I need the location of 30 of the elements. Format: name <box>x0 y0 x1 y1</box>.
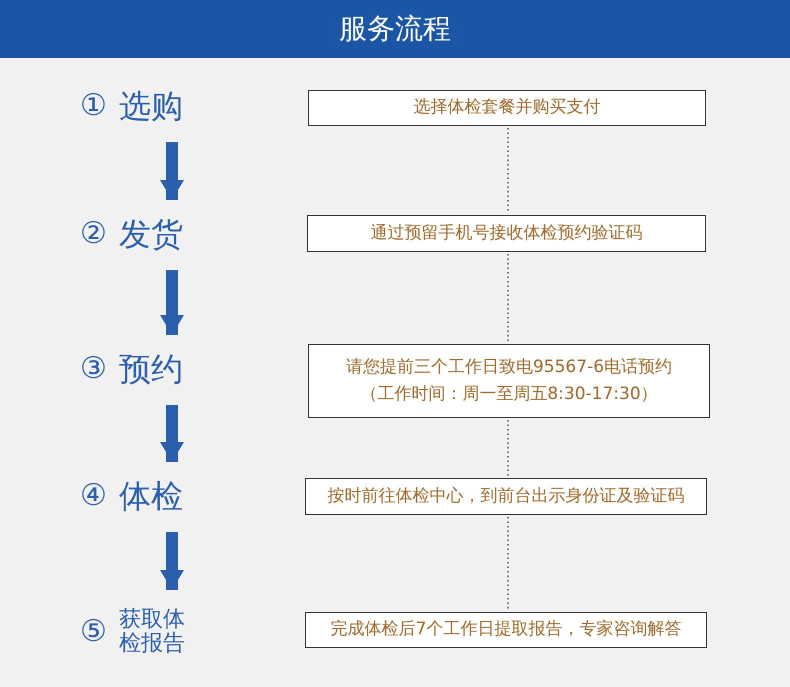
step-description: 按时前往体检中心，到前台出示身份证及验证码 <box>328 484 684 508</box>
step-number: ③ <box>80 354 107 384</box>
down-arrow <box>160 142 184 200</box>
step-number: ④ <box>80 481 107 511</box>
dotted-connector <box>507 517 509 610</box>
step-description: （工作时间：周一至周五8:30-17:30） <box>360 383 658 406</box>
step-description: 请您提前三个工作日致电95567-6电话预约 <box>346 356 672 379</box>
step-description: 完成体检后7个工作日提取报告，专家咨询解答 <box>330 618 682 642</box>
step-description-box <box>307 215 706 252</box>
step-label: 预约 <box>118 353 183 385</box>
step-number: ⑤ <box>80 617 107 647</box>
step-description-box <box>308 90 706 126</box>
dotted-connector <box>507 128 509 213</box>
dotted-connector <box>507 254 509 342</box>
step-label: 发货 <box>118 218 183 250</box>
down-arrow <box>160 405 184 462</box>
step-number: ② <box>80 219 107 249</box>
step-description-box <box>305 612 707 648</box>
step-label: 体检 <box>118 480 183 512</box>
step-description-box <box>308 344 710 418</box>
down-arrow <box>160 532 184 590</box>
title: 服务流程 <box>339 11 451 47</box>
step-description: 选择体检套餐并购买支付 <box>414 96 600 120</box>
step-label: 获取体检报告 <box>118 608 186 656</box>
step-description: 通过预留手机号接收体检预约验证码 <box>370 222 642 245</box>
down-arrow <box>160 270 184 335</box>
step-number: ① <box>80 91 107 121</box>
dotted-connector <box>507 420 509 476</box>
step-description-box <box>305 478 707 515</box>
step-label: 选购 <box>118 90 183 122</box>
